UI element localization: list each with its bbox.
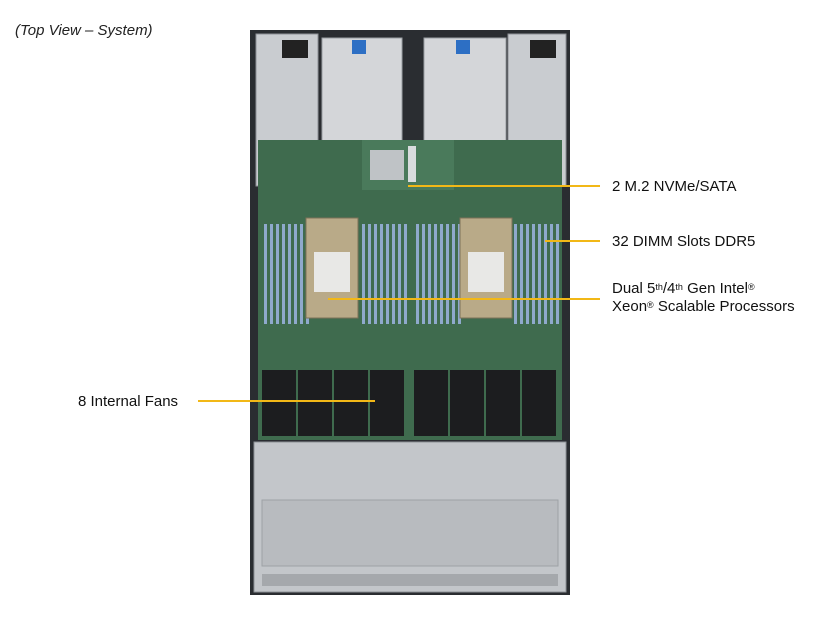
- dimm-bank-2: [362, 224, 407, 324]
- fan-3: [334, 370, 368, 436]
- callout-dimm-label: 32 DIMM Slots DDR5: [612, 233, 756, 250]
- fan-1: [262, 370, 296, 436]
- callout-fans-label: 8 Internal Fans: [78, 393, 179, 410]
- callout-cpu-label: Dual 5th/4th Gen Intel® Xeon® Scalable P…: [612, 280, 795, 316]
- view-title: (Top View – System): [15, 22, 153, 39]
- fan-6: [450, 370, 484, 436]
- cpu-label-line-1: Dual 5th/4th Gen Intel®: [612, 280, 755, 297]
- fan-row: [262, 370, 556, 436]
- fan-8: [522, 370, 556, 436]
- callout-lines: [198, 185, 600, 402]
- front-vent: [262, 574, 558, 586]
- fan-7: [486, 370, 520, 436]
- fan-2: [298, 370, 332, 436]
- cpu-label-line-2: Xeon® Scalable Processors: [612, 298, 795, 315]
- dimm-bank-4: [514, 224, 559, 324]
- fan-5: [414, 370, 448, 436]
- fan-4: [370, 370, 404, 436]
- callout-m2-label: 2 M.2 NVMe/SATA: [612, 178, 737, 195]
